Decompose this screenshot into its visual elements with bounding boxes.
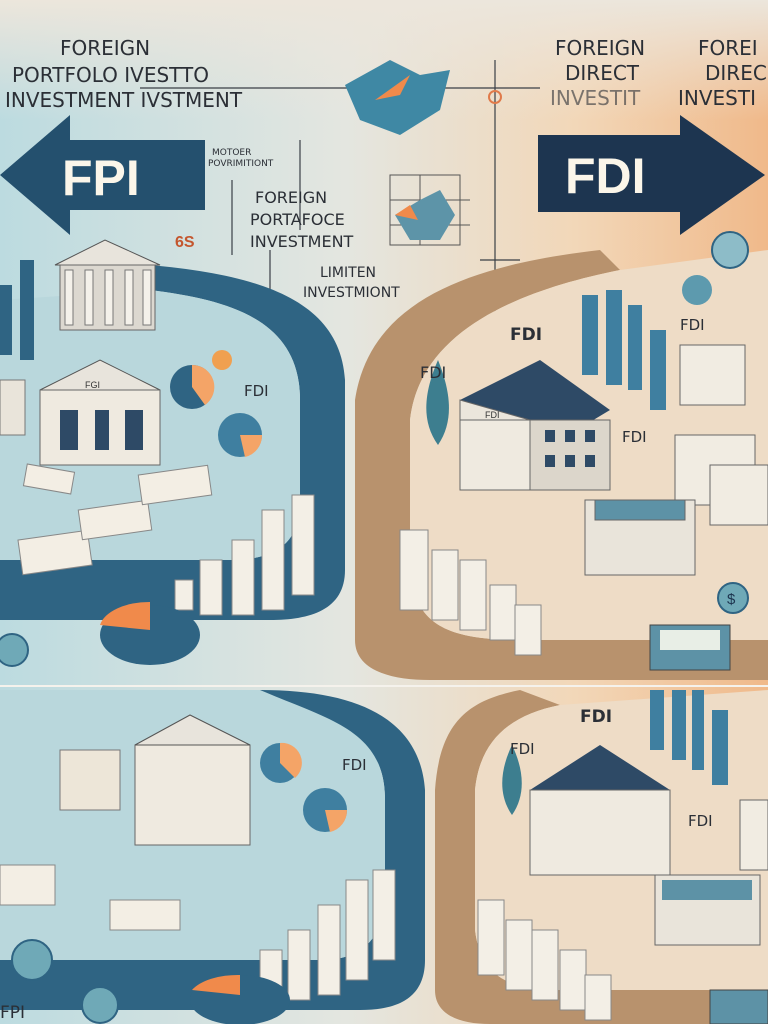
svg-text:FDI: FDI xyxy=(510,325,542,345)
left-title: FOREIGN PORTFOLO IVESTTO INVESTMENT IVST… xyxy=(5,36,243,112)
svg-text:FDI: FDI xyxy=(580,707,612,727)
svg-text:POVRIMITIONT: POVRIMITIONT xyxy=(208,159,274,169)
fdi-arrow: FDI xyxy=(538,115,765,235)
svg-text:$: $ xyxy=(727,591,736,608)
svg-text:INVESTMIONT: INVESTMIONT xyxy=(303,285,400,301)
tree-icon xyxy=(426,360,449,445)
svg-text:FOREIGN: FOREIGN xyxy=(555,36,645,60)
chart-sketch-icon xyxy=(389,174,470,246)
svg-text:FPI: FPI xyxy=(0,1003,25,1023)
svg-text:DIRECT: DIRECT xyxy=(565,61,640,85)
svg-text:FPI: FPI xyxy=(62,150,140,206)
svg-text:INVESTIT: INVESTIT xyxy=(550,86,641,110)
svg-text:DIREC: DIREC xyxy=(705,61,767,85)
svg-text:FDI: FDI xyxy=(244,382,269,400)
svg-text:INVESTI: INVESTI xyxy=(678,86,756,110)
svg-text:MOTOER: MOTOER xyxy=(212,148,251,158)
svg-text:6S: 6S xyxy=(175,234,195,251)
svg-text:FDI: FDI xyxy=(510,740,535,758)
mid-title: FOREIGN PORTAFOCE INVESTMENT xyxy=(250,188,354,251)
fdi-platform-bottom: FDI FDI FDI xyxy=(435,690,768,1024)
right-title-b: FOREI DIREC INVESTI xyxy=(678,36,767,110)
fdi-bank-building: FDI xyxy=(459,360,611,491)
circle-icon xyxy=(682,275,712,305)
svg-text:FDI: FDI xyxy=(688,812,713,830)
left-bars xyxy=(0,260,34,360)
right-title-a: FOREIGN DIRECT INVESTIT xyxy=(550,36,645,110)
map-shape xyxy=(345,60,450,135)
svg-text:LIMITEN: LIMITEN xyxy=(320,265,376,281)
svg-text:PORTAFOCE: PORTAFOCE xyxy=(250,210,345,229)
tools-icon xyxy=(711,231,749,269)
svg-text:INVESTMENT: INVESTMENT xyxy=(250,232,354,251)
svg-text:PORTFOLO IVESTTO: PORTFOLO IVESTTO xyxy=(12,63,209,87)
svg-text:FDI: FDI xyxy=(485,410,500,420)
svg-text:FOREIGN: FOREIGN xyxy=(60,36,150,60)
money-stack xyxy=(649,624,731,671)
office-buildings xyxy=(584,344,768,576)
svg-text:FDI: FDI xyxy=(342,756,367,774)
svg-text:FDI: FDI xyxy=(622,428,647,446)
bar-columns-fpi xyxy=(174,494,542,656)
svg-text:FOREI: FOREI xyxy=(698,36,758,60)
svg-text:FGI: FGI xyxy=(85,380,100,390)
fpi-arrow: FPI xyxy=(0,115,205,235)
bar-columns-fdi xyxy=(582,290,666,410)
svg-text:FOREIGN: FOREIGN xyxy=(255,188,327,207)
document-icons xyxy=(17,463,213,576)
svg-text:FDI: FDI xyxy=(420,363,446,382)
bank-building-icon xyxy=(54,239,161,331)
svg-text:FDI: FDI xyxy=(680,316,705,334)
pie-chart-icon xyxy=(100,364,263,665)
svg-text:FDI: FDI xyxy=(565,148,646,204)
coin-icon xyxy=(212,350,232,370)
dollar-coin-icon: $ xyxy=(717,582,749,614)
fpi-bank-building: FGI xyxy=(39,359,161,466)
fpi-platform-bottom: FDI FPI xyxy=(0,690,425,1024)
svg-text:INVESTMENT IVSTMENT: INVESTMENT IVSTMENT xyxy=(5,88,243,112)
